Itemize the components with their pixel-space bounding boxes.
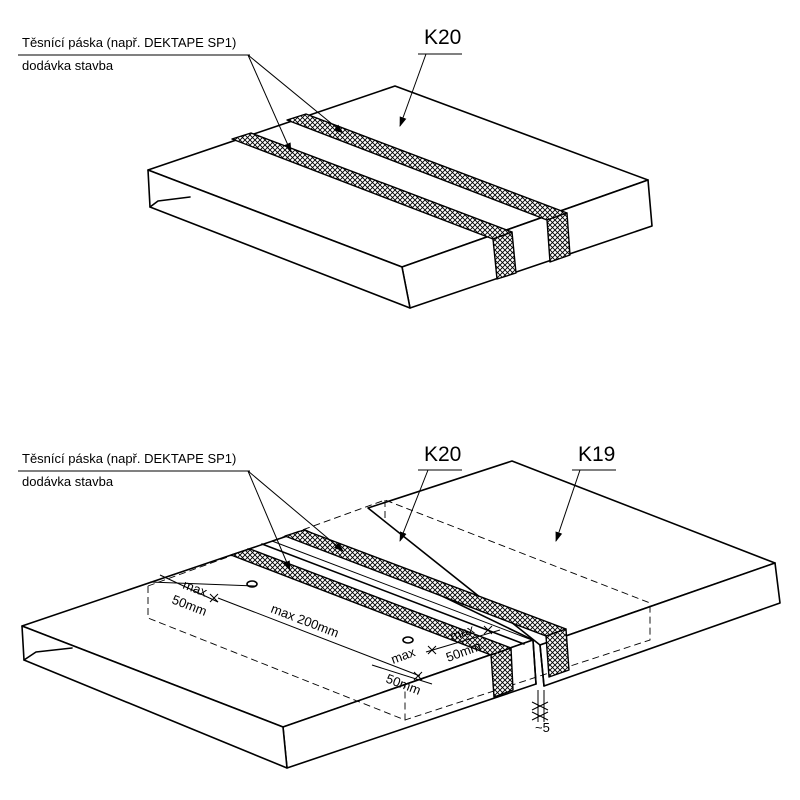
bottom-leader-k20 (399, 469, 429, 542)
fastener-screw-1 (246, 580, 258, 588)
top-leader-tape-2 (247, 54, 344, 134)
bottom-leader-tape-2 (247, 470, 344, 552)
top-tape-strip-2-fold (546, 212, 571, 263)
bottom-element-tag-k19: K19 (578, 443, 615, 466)
top-detail: Těsnící páska (např. DEKTAPE SP1) dodávk… (18, 26, 653, 309)
top-sheet-left-fold (147, 169, 411, 309)
gap-label: ~5 (535, 720, 550, 735)
top-tape-strip-1-fold (492, 231, 517, 280)
bottom-tape-strip-2-fold (545, 628, 570, 678)
fastener-screw-2 (402, 636, 414, 644)
top-tape-label: Těsnící páska (např. DEKTAPE SP1) (22, 35, 236, 50)
bottom-tape-strip-1-fold (490, 647, 514, 698)
top-leader-tape-1 (247, 54, 292, 153)
overlap-hidden-outline (147, 499, 651, 721)
bottom-element-tag-k20: K20 (424, 443, 461, 466)
bottom-leader-k19 (555, 469, 581, 542)
gap-indicator (531, 690, 549, 722)
top-leader-k20 (399, 53, 427, 127)
bottom-leader-tape-1 (247, 470, 291, 571)
k20-sheet-left-fold (21, 625, 288, 769)
bottom-detail: max 50mm max 200mm max 50mm max 50mm ~5 … (18, 443, 781, 769)
bottom-tape-label: Těsnící páska (např. DEKTAPE SP1) (22, 451, 236, 466)
top-tape-supply-note: dodávka stavba (22, 58, 114, 73)
top-element-tag-k20: K20 (424, 26, 461, 49)
bottom-tape-supply-note: dodávka stavba (22, 474, 114, 489)
dimensions (149, 574, 501, 685)
